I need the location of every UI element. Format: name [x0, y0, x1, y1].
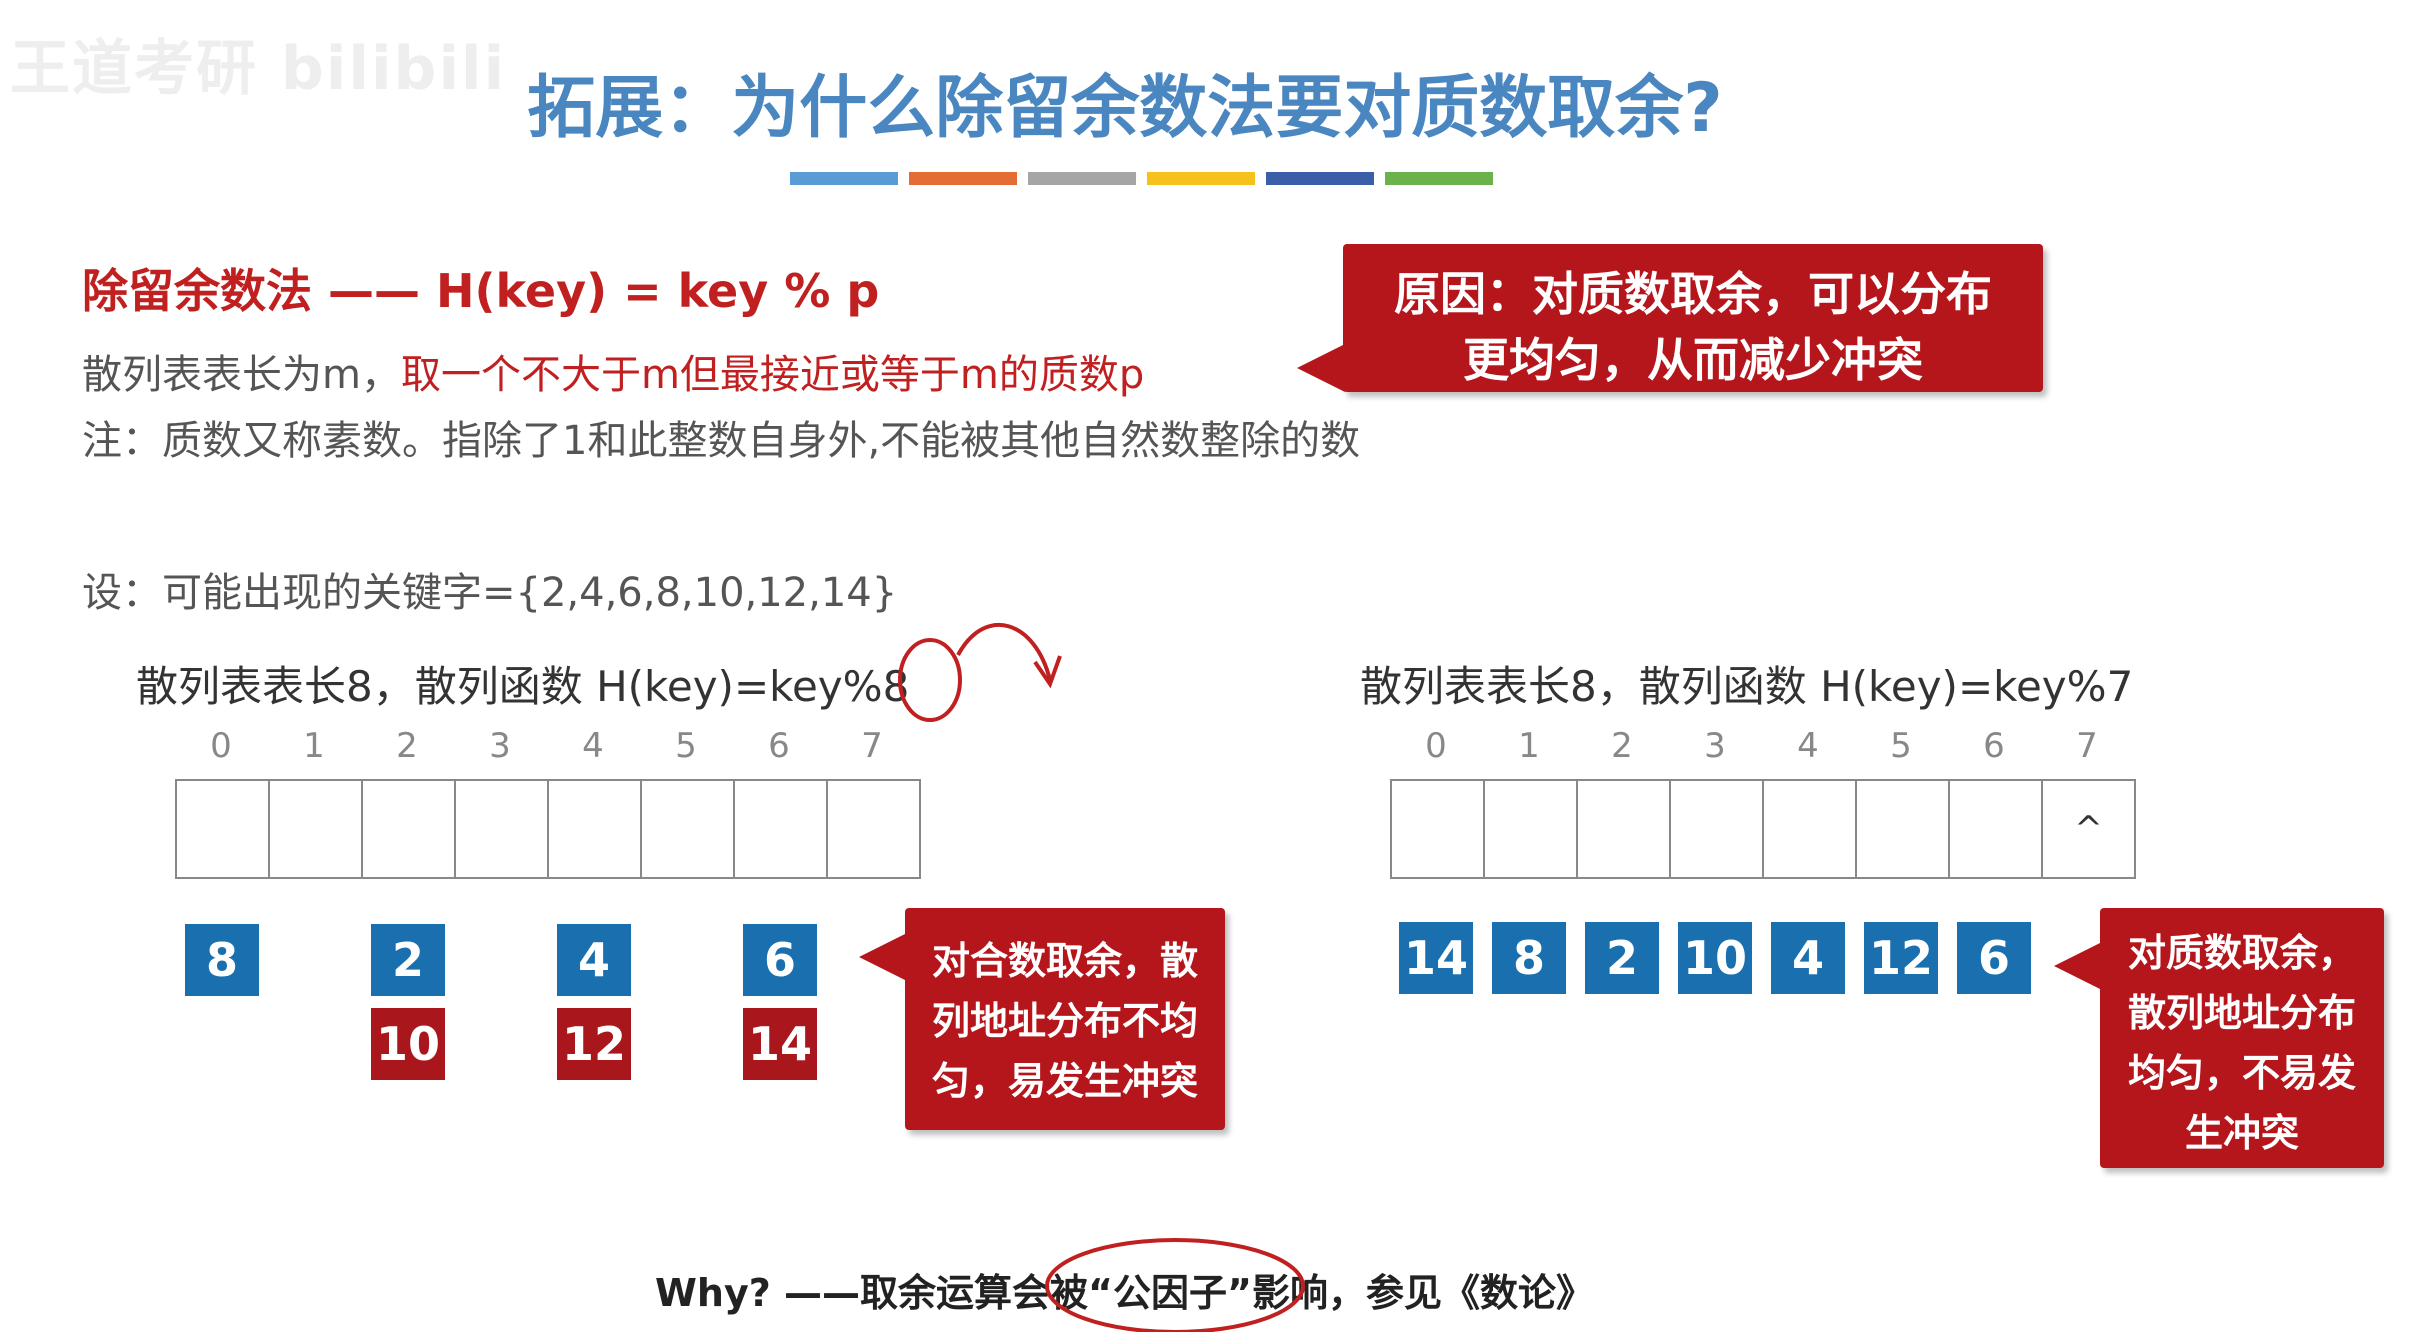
reason-line-2: 更均匀，从而减少冲突	[1463, 333, 1923, 387]
right-table-cell-0	[1392, 781, 1485, 877]
collision-key-box: 10	[371, 1008, 445, 1080]
composite-callout: 对合数取余，散 列地址分布不均 匀，易发生冲突	[859, 908, 1225, 1130]
right-index-0: 0	[1425, 726, 1447, 766]
left-table-cell-4	[549, 781, 642, 877]
right-index-7: 7	[2076, 726, 2098, 766]
footer-question: Why? ——取余运算会被“公因子”影响，参见《数论》	[655, 1271, 1594, 1315]
key-box: 4	[1771, 922, 1845, 994]
right-table-cell-6	[1950, 781, 2043, 877]
left-index-6: 6	[768, 726, 790, 766]
left-table-cell-1	[270, 781, 363, 877]
key-box: 14	[1399, 922, 1473, 994]
right-index-4: 4	[1797, 726, 1819, 766]
right-index-3: 3	[1704, 726, 1726, 766]
annotation-arrow-curve	[956, 622, 1052, 681]
left-index-2: 2	[396, 726, 418, 766]
composite-line-1: 对合数取余，散	[931, 939, 1198, 983]
prime-line-1: 对质数取余，	[2127, 931, 2356, 975]
right-index-2: 2	[1611, 726, 1633, 766]
right-table-cell-5	[1857, 781, 1950, 877]
prime-callout: 对质数取余， 散列地址分布 均匀，不易发 生冲突	[2054, 908, 2384, 1168]
right-table-cell-3	[1671, 781, 1764, 877]
callout-pointer	[2054, 942, 2102, 990]
right-example-heading: 散列表表长8，散列函数 H(key)=key%7	[1360, 662, 2134, 711]
key-box: 2	[1585, 922, 1659, 994]
annotation-circle-common-factor	[1045, 1238, 1305, 1332]
callout-pointer	[859, 933, 907, 981]
left-table-cell-7	[828, 781, 921, 877]
left-index-7: 7	[861, 726, 883, 766]
right-index-5: 5	[1890, 726, 1912, 766]
left-table-cell-3	[456, 781, 549, 877]
left-index-3: 3	[489, 726, 511, 766]
left-index-1: 1	[303, 726, 325, 766]
key-box: 12	[1864, 922, 1938, 994]
key-box: 10	[1678, 922, 1752, 994]
right-hash-table: ^	[1390, 779, 2136, 879]
left-index-0: 0	[210, 726, 232, 766]
color-bar-1	[790, 172, 898, 185]
title-color-bars	[790, 172, 1493, 185]
left-table-cell-5	[642, 781, 735, 877]
reason-line-1: 原因：对质数取余，可以分布	[1394, 267, 1992, 321]
right-table-cell-4	[1764, 781, 1857, 877]
annotation-arrowhead	[1033, 655, 1062, 689]
composite-line-2: 列地址分布不均	[931, 999, 1198, 1043]
key-box: 4	[557, 924, 631, 996]
color-bar-3	[1028, 172, 1136, 185]
definition-prefix: 散列表表长为m，	[82, 352, 401, 398]
annotation-circle-divisor	[898, 638, 962, 722]
color-bar-5	[1266, 172, 1374, 185]
left-table-cell-0	[177, 781, 270, 877]
left-hash-table	[175, 779, 921, 879]
left-index-5: 5	[675, 726, 697, 766]
composite-line-3: 匀，易发生冲突	[931, 1059, 1198, 1103]
key-box: 8	[1492, 922, 1566, 994]
bilibili-watermark: 王道考研 bilibili	[10, 34, 507, 104]
right-table-cell-7: ^	[2043, 781, 2136, 877]
callout-pointer	[1297, 344, 1345, 392]
color-bar-4	[1147, 172, 1255, 185]
definition-line: 散列表表长为m，取一个不大于m但最接近或等于m的质数p	[82, 342, 1144, 400]
collision-key-box: 14	[743, 1008, 817, 1080]
color-bar-2	[909, 172, 1017, 185]
right-index-1: 1	[1518, 726, 1540, 766]
left-index-4: 4	[582, 726, 604, 766]
right-table-cell-1	[1485, 781, 1578, 877]
key-box: 8	[185, 924, 259, 996]
right-index-6: 6	[1983, 726, 2005, 766]
key-box: 6	[743, 924, 817, 996]
prime-line-3: 均匀，不易发	[2127, 1051, 2356, 1095]
left-example-heading: 散列表表长8，散列函数 H(key)=key%8	[136, 662, 910, 711]
left-table-cell-2	[363, 781, 456, 877]
key-box: 6	[1957, 922, 2031, 994]
prime-line-2: 散列地址分布	[2127, 991, 2356, 1035]
prime-note: 注：质数又称素数。指除了1和此整数自身外,不能被其他自然数整除的数	[82, 418, 1361, 464]
definition-highlight: 取一个不大于m但最接近或等于m的质数p	[400, 352, 1145, 398]
key-box: 2	[371, 924, 445, 996]
method-title: 除留余数法 —— H(key) = key % p	[82, 264, 880, 318]
collision-key-box: 12	[557, 1008, 631, 1080]
keyword-assumption: 设：可能出现的关键字={2,4,6,8,10,12,14}	[82, 570, 898, 616]
slide-title: 拓展：为什么除留余数法要对质数取余?	[527, 69, 1723, 148]
reason-callout: 原因：对质数取余，可以分布 更均匀，从而减少冲突	[1297, 244, 2043, 392]
left-table-cell-6	[735, 781, 828, 877]
color-bar-6	[1385, 172, 1493, 185]
prime-line-4: 生冲突	[2184, 1111, 2299, 1155]
right-table-cell-2	[1578, 781, 1671, 877]
